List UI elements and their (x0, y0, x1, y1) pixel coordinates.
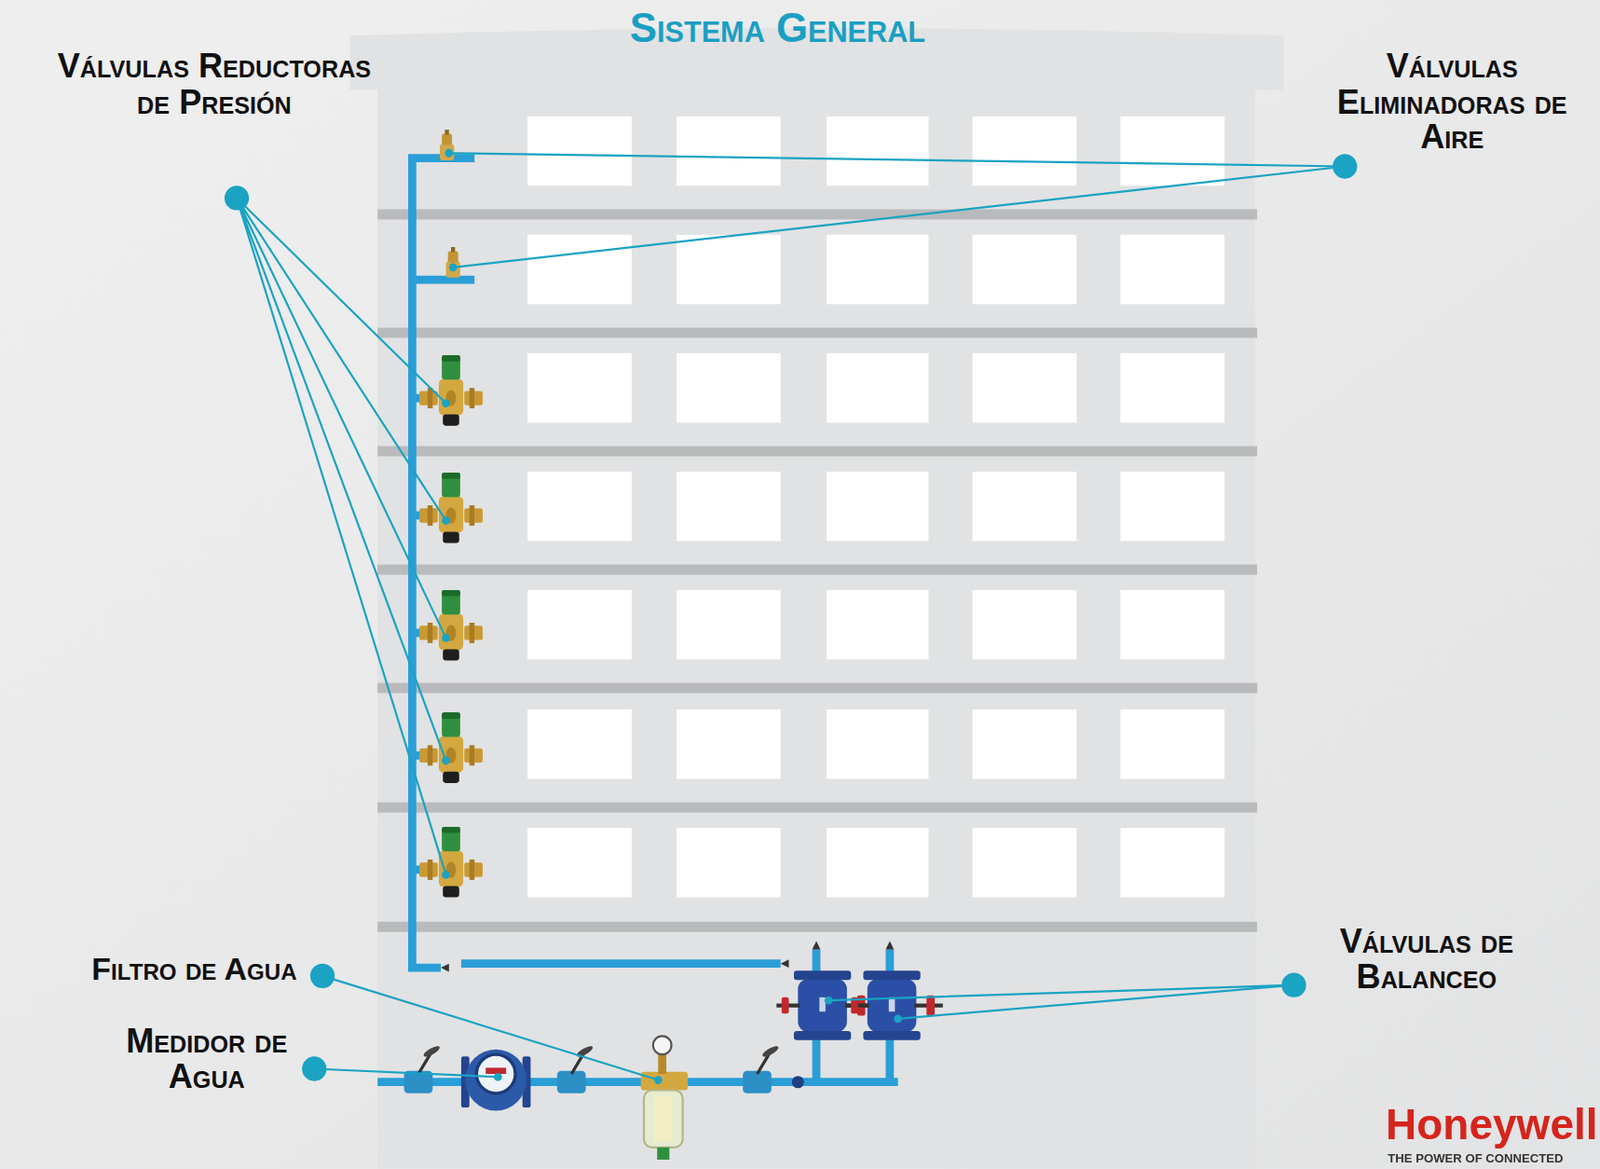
callout-label: Medidor de Agua (111, 1023, 301, 1095)
windows (527, 116, 1225, 898)
callout-label: Válvulas Eliminadoras de Aire (1303, 49, 1600, 156)
callout-label: Válvulas Reductoras de Presión (51, 49, 378, 121)
balancing-valves (776, 970, 943, 1040)
leader-dots (224, 149, 1357, 1084)
brand-tagline: THE POWER OF CONNECTED (1387, 1151, 1600, 1165)
gate-valves (404, 1043, 780, 1094)
pipe-joint (792, 1075, 805, 1088)
callout-label: Válvulas de Balanceo (1293, 923, 1559, 995)
pressure-reducing-valves (419, 355, 483, 897)
leader-lines (236, 152, 1345, 1080)
water-meter (461, 1049, 531, 1111)
pipes (377, 158, 898, 1082)
water-filter (641, 1035, 688, 1159)
floor-bands (377, 208, 1258, 931)
callout-label: Filtro de Agua (6, 953, 298, 987)
brand-logo: Honeywell (1385, 1102, 1600, 1148)
pipe-end-marks (440, 941, 894, 972)
diagram-title: Sistema General (571, 6, 984, 50)
air-eliminator-valves (439, 129, 461, 278)
